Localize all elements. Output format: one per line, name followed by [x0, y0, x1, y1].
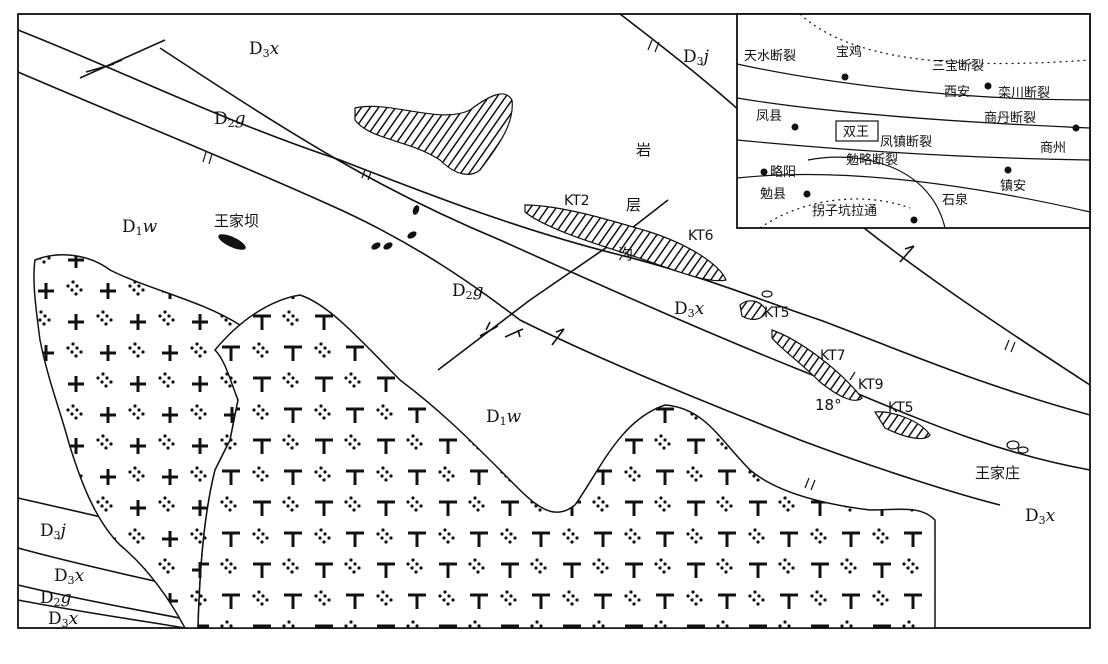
inset-place-shiquan: 石泉 — [942, 192, 968, 208]
label-kt5-lower: KT5 — [888, 400, 914, 416]
inset-place-zhenan: 镇安 — [1000, 179, 1026, 194]
unit-d1w-left: D1w — [122, 217, 158, 238]
label-ceng: 层 — [626, 196, 641, 214]
label-wangjiazhuang: 王家庄 — [975, 464, 1020, 482]
inset-fault-luanchuan: 栾川断裂 — [998, 85, 1050, 101]
unit-d3x-bl2: D3x — [48, 609, 79, 630]
label-kt7: KT7 — [820, 348, 846, 364]
unit-labels: D3x D3j D2g D1w D2g D3x D1w D3x D3j D3x … — [40, 39, 1056, 630]
inset-fault-tianshui: 天水断裂 — [744, 49, 796, 64]
label-kt9: KT9 — [858, 377, 884, 393]
unit-d2g-upper: D2g — [214, 109, 246, 130]
inset-fault-fengzhen: 凤镇断裂 — [880, 135, 932, 150]
unit-d3x-bl1: D3x — [54, 566, 85, 587]
inset-place-mianxian: 勉县 — [760, 187, 786, 202]
unit-d3j-top: D3j — [683, 47, 710, 68]
hatched-orebodies — [354, 93, 931, 440]
label-kt6: KT6 — [688, 228, 714, 244]
inset-fault-mianlue: 勉略断裂 — [846, 152, 898, 168]
label-angle: 18° — [815, 396, 842, 414]
inset-place-baoji: 宝鸡 — [836, 44, 862, 60]
inset-fault-guaizi: 拐子坑拉通 — [812, 204, 877, 219]
inset-place-fengxian: 凤县 — [756, 109, 782, 124]
inset-map: 天水断裂 三宝断裂 栾川断裂 商丹断裂 凤镇断裂 勉略断裂 拐子坑拉通 宝鸡 西… — [736, 13, 1091, 229]
unit-d2g-mid: D2g — [452, 281, 484, 302]
unit-d3x-right: D3x — [1025, 506, 1056, 527]
small-outlines — [761, 290, 1029, 454]
orebody-labels: KT2 KT6 KT5 KT7 KT9 KT5 — [564, 193, 914, 416]
inset-fault-sanbao: 三宝断裂 — [932, 59, 984, 74]
inset-place-lueyang: 略阳 — [770, 164, 796, 180]
label-yan: 岩 — [636, 141, 651, 159]
inset-fault-shangdan: 商丹断裂 — [984, 111, 1036, 126]
place-labels: 岩 层 沟 王家坝 王家庄 18° — [214, 141, 1020, 482]
faults — [79, 39, 915, 371]
label-wangjiaba: 王家坝 — [214, 212, 259, 230]
inset-place-shangzhou: 商州 — [1040, 141, 1066, 156]
small-lenses — [218, 205, 420, 250]
diorite-body — [197, 294, 936, 629]
inset-boxed-shuangwang: 双王 — [843, 125, 869, 140]
label-kt5-upper: KT5 — [764, 305, 790, 321]
label-gou: 沟 — [618, 245, 633, 263]
tick-marks — [202, 39, 1016, 491]
unit-d2g-bl: D2g — [40, 588, 72, 609]
label-kt2: KT2 — [564, 193, 590, 209]
unit-d3j-bl: D3j — [40, 521, 67, 542]
inset-place-xian: 西安 — [944, 85, 970, 100]
unit-d3x-mid: D3x — [674, 299, 705, 320]
unit-d1w-center: D1w — [486, 407, 522, 428]
unit-d3x-top: D3x — [249, 39, 280, 60]
